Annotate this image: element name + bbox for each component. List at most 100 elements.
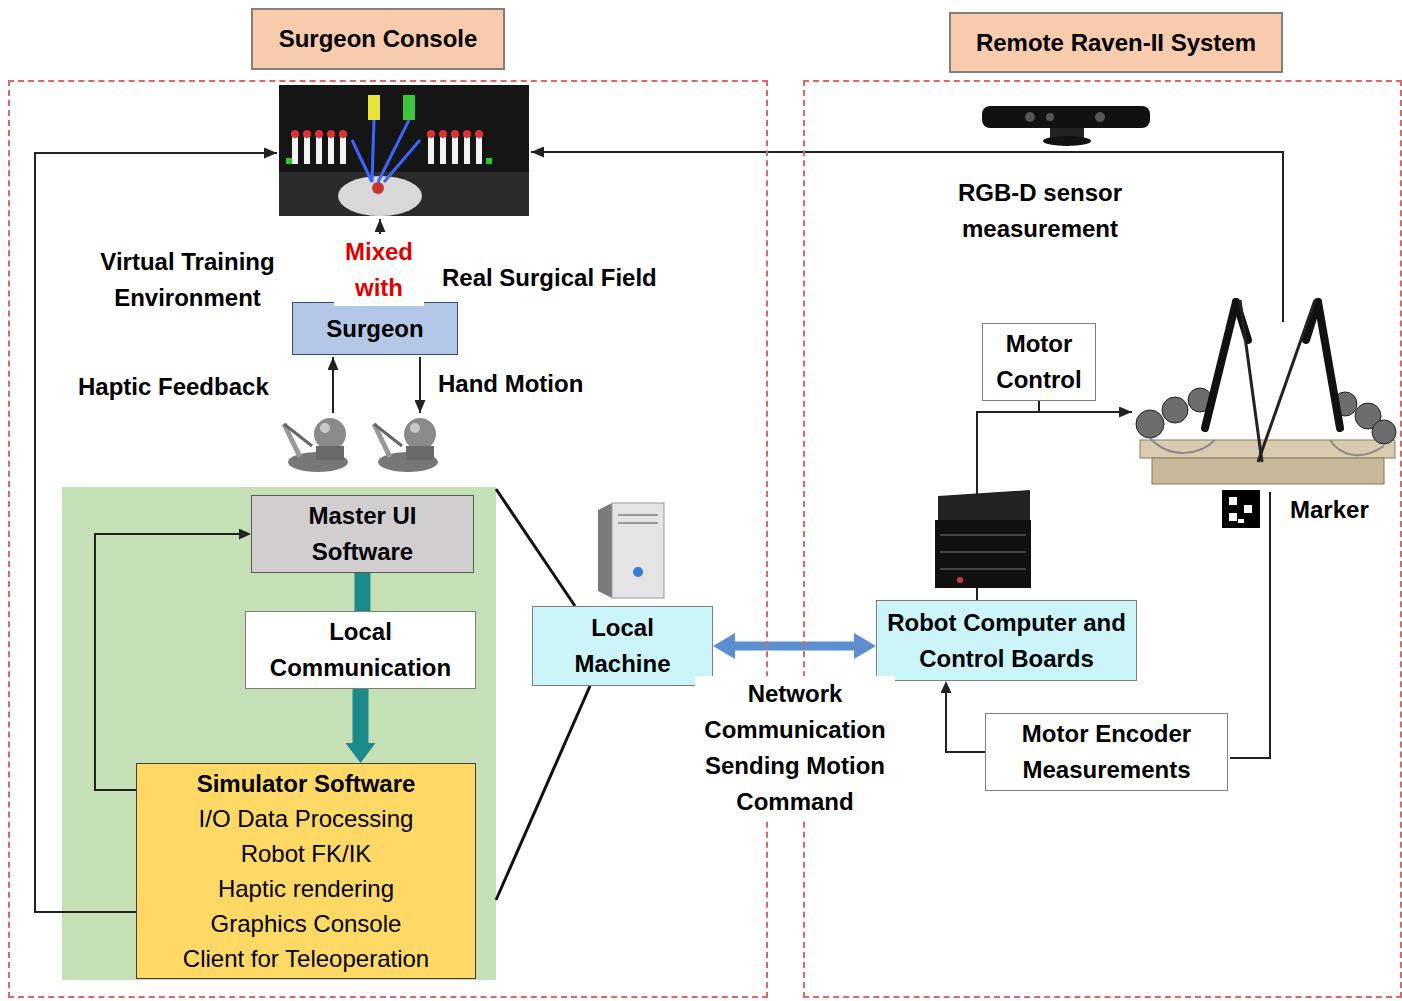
illustration-part (439, 130, 447, 138)
illustration-part (303, 130, 311, 138)
node-text: Graphics Console (145, 906, 467, 941)
process-box: Master UI Software (251, 495, 474, 573)
illustration-part (496, 686, 590, 900)
process-box: Simulator SoftwareI/O Data ProcessingRob… (136, 763, 476, 979)
label-text: RGB-D sensor measurement (932, 175, 1148, 247)
illustration-part (1330, 440, 1384, 455)
illustration-part (463, 130, 471, 138)
illustration-part (612, 503, 664, 598)
illustration-part (633, 567, 643, 577)
illustration-part (384, 140, 420, 182)
illustration-part (368, 95, 380, 120)
illustration-part (315, 130, 323, 138)
illustration-part (1229, 497, 1237, 505)
illustration-part (428, 136, 434, 164)
illustration-part (352, 140, 372, 182)
illustration-part (1140, 440, 1395, 458)
connector (355, 573, 371, 611)
illustration-part (314, 418, 346, 450)
illustration-part (598, 503, 612, 598)
computer-tower (598, 503, 664, 598)
illustration-part (372, 120, 374, 182)
node-text: Robot Computer and Control Boards (885, 605, 1128, 677)
illustration-part (1258, 300, 1315, 462)
node-text: I/O Data Processing (145, 801, 467, 836)
illustration-part (452, 136, 458, 164)
illustration-part (618, 514, 658, 516)
node-text: Surgeon (301, 311, 449, 347)
edge-label: Network Communication Sending Motion Com… (695, 676, 895, 820)
process-box: Surgeon (292, 302, 458, 355)
illustration-part (1205, 302, 1340, 428)
region-title: Remote Raven-II System (949, 12, 1283, 73)
illustration-part (304, 136, 310, 164)
illustration-part (327, 130, 335, 138)
illustration-part (286, 158, 292, 164)
node-text: Local Machine (541, 610, 704, 682)
software-panel (62, 487, 496, 980)
process-box: Local Machine (532, 606, 713, 686)
illustration-part (1152, 458, 1384, 484)
illustration-part (410, 423, 420, 433)
illustration-part (316, 446, 344, 460)
illustration-part (339, 130, 347, 138)
node-text: Client for Teleoperation (145, 941, 467, 976)
node-text: Haptic rendering (145, 871, 467, 906)
illustration-part (940, 534, 1026, 536)
illustration-part (451, 130, 459, 138)
illustration-part (1222, 490, 1260, 528)
illustration-part (1244, 505, 1252, 513)
process-box: Motor Encoder Measurements (985, 713, 1228, 791)
label-text: Mixed with (334, 234, 424, 306)
illustration-part (320, 423, 330, 433)
illustration-part (1095, 112, 1105, 122)
illustration-part (332, 357, 334, 413)
illustration-part (464, 136, 470, 164)
illustration-part (940, 551, 1026, 553)
illustration-part (419, 357, 421, 413)
illustration-part (982, 106, 1150, 128)
haptic-device (374, 418, 438, 472)
illustration-part (1150, 438, 1215, 453)
illustration-part (938, 490, 1030, 522)
control-rack (935, 490, 1031, 588)
illustration-part (427, 130, 435, 138)
illustration-part (496, 489, 575, 606)
illustration-part (340, 136, 346, 164)
node-text: Robot FK/IK (145, 836, 467, 871)
illustration-part (1318, 302, 1340, 428)
process-box: Local Communication (245, 611, 476, 689)
illustration-part (372, 182, 384, 194)
illustration-part (316, 136, 322, 164)
illustration-part (1043, 136, 1091, 146)
illustration-part (1025, 112, 1035, 122)
label-text: Virtual Training Environment (78, 244, 297, 316)
label-text: Haptic Feedback (78, 369, 293, 405)
process-box: Motor Control (982, 323, 1096, 401)
illustration-part (1136, 410, 1164, 438)
illustration-part (279, 172, 529, 216)
illustration-part (1238, 519, 1244, 523)
illustration-part (476, 136, 482, 164)
illustration-part (352, 120, 420, 182)
node-text: Simulator Software (145, 766, 467, 801)
illustration-part (292, 136, 298, 164)
illustration-part (1162, 397, 1188, 423)
illustration-part (1240, 300, 1262, 462)
illustration-part (531, 152, 1283, 322)
connector (95, 534, 239, 790)
node-text: Motor Encoder Measurements (994, 716, 1219, 788)
simulator-screen (279, 85, 529, 216)
illustration-part (374, 424, 402, 446)
illustration-part (291, 130, 299, 138)
connector (735, 642, 854, 651)
illustration-part (618, 522, 658, 524)
node-text: Motor Control (991, 326, 1087, 398)
region-title: Surgeon Console (251, 8, 505, 70)
raven-robot (1136, 300, 1396, 484)
region-panel: Surgeon ConsoleSurgeonMaster UI Software… (8, 80, 768, 998)
illustration-part (935, 520, 1031, 588)
fiducial-marker (1222, 490, 1260, 528)
connector (353, 689, 369, 743)
